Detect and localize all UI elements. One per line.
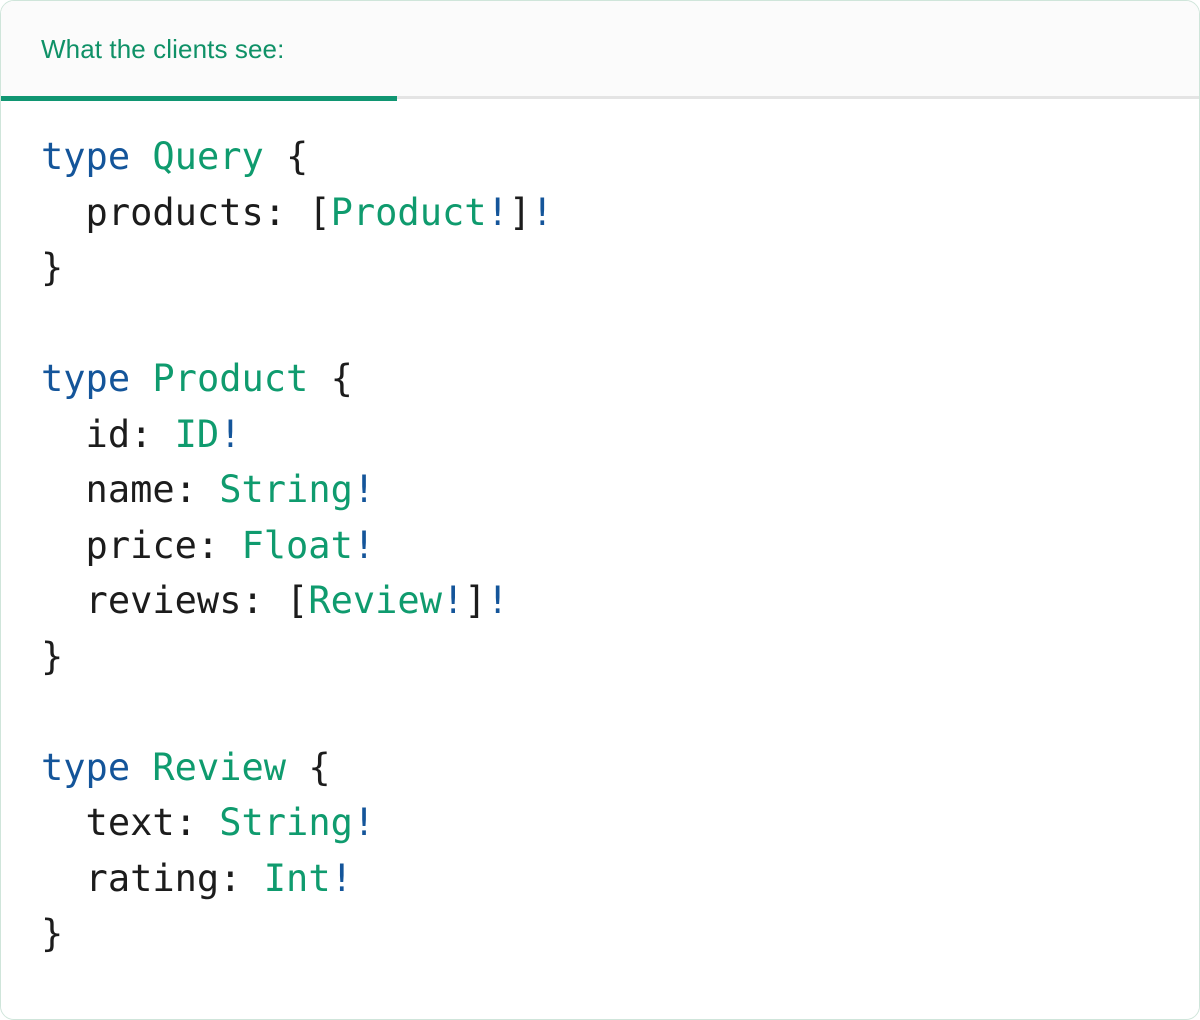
- code-token: String: [219, 801, 353, 844]
- code-line: }: [41, 629, 1199, 685]
- code-token: !: [219, 412, 242, 456]
- code-token: !: [531, 190, 554, 234]
- code-line: type Query {: [41, 129, 1199, 185]
- code-line: products: [Product!]!: [41, 185, 1199, 241]
- code-token: !: [486, 190, 509, 234]
- code-token: type: [41, 745, 131, 789]
- code-token: !: [441, 579, 465, 622]
- code-token: Float: [241, 523, 353, 567]
- code-token: ID: [174, 412, 220, 456]
- code-line: type Review {: [41, 740, 1199, 796]
- code-token: text:: [41, 801, 220, 844]
- code-line: price: Float!: [41, 518, 1199, 574]
- code-token: Review: [152, 745, 287, 789]
- code-token: !: [352, 523, 376, 567]
- code-token: {: [308, 357, 353, 400]
- code-token: !: [330, 856, 353, 900]
- tab-active-underline: [1, 95, 397, 101]
- code-line: id: ID!: [41, 407, 1199, 463]
- code-line: }: [41, 906, 1199, 962]
- code-area: type Query { products: [Product!]!}​type…: [1, 99, 1199, 1018]
- code-token: !: [352, 801, 376, 844]
- code-token: id:: [41, 412, 175, 456]
- code-token: ]: [508, 190, 532, 234]
- code-token: String: [219, 468, 353, 511]
- code-token: !: [486, 579, 509, 622]
- code-token: reviews:: [41, 579, 287, 622]
- graphql-schema-code: type Query { products: [Product!]!}​type…: [41, 129, 1199, 962]
- code-token: !: [352, 468, 376, 511]
- code-token: Int: [263, 856, 331, 900]
- code-line: ​: [41, 684, 1199, 740]
- code-token: Review: [308, 579, 442, 622]
- code-token: Query: [152, 135, 264, 178]
- code-token: name:: [41, 468, 220, 511]
- tab-what-the-clients-see[interactable]: What the clients see:: [1, 1, 397, 101]
- code-line: type Product {: [41, 351, 1199, 407]
- tab-label: What the clients see:: [41, 33, 285, 64]
- code-line: }: [41, 240, 1199, 296]
- code-token: }: [41, 634, 64, 678]
- code-token: {: [286, 745, 331, 789]
- code-token: products:: [41, 190, 309, 234]
- code-token: Product: [152, 357, 309, 400]
- code-line: rating: Int!: [41, 851, 1199, 907]
- code-token: }: [41, 246, 64, 289]
- code-token: [130, 746, 152, 789]
- code-line: ​: [41, 296, 1199, 352]
- code-token: }: [41, 912, 64, 955]
- code-token: [: [286, 579, 309, 622]
- code-line: text: String!: [41, 795, 1199, 851]
- code-token: [130, 357, 152, 400]
- code-token: ]: [464, 579, 487, 622]
- code-token: Product: [330, 190, 487, 234]
- code-token: type: [41, 357, 131, 400]
- code-line: name: String!: [41, 462, 1199, 518]
- code-token: {: [263, 135, 309, 178]
- code-token: rating:: [41, 856, 264, 900]
- tab-strip: What the clients see:: [1, 1, 1199, 101]
- code-line: reviews: [Review!]!: [41, 573, 1199, 629]
- code-token: price:: [41, 523, 242, 567]
- code-token: [130, 135, 152, 178]
- code-token: type: [41, 135, 131, 178]
- code-token: [: [308, 190, 331, 234]
